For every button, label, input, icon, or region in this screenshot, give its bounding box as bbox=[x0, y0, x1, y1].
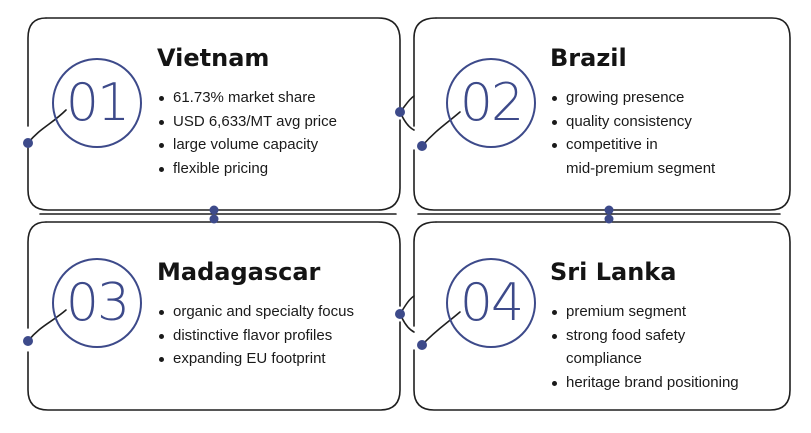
bullet-list: growing presence quality consistency com… bbox=[550, 86, 715, 180]
bullet-item: premium segment bbox=[550, 300, 739, 324]
connector-dot bbox=[417, 340, 427, 350]
frame-card-4 bbox=[413, 221, 791, 411]
bullet-list: premium segment strong food safety compl… bbox=[550, 300, 739, 394]
bullet-item: quality consistency bbox=[550, 110, 715, 134]
number-circle bbox=[446, 258, 536, 348]
number-badge: 01 bbox=[52, 58, 142, 148]
number-badge: 02 bbox=[446, 58, 536, 148]
number-circle bbox=[52, 58, 142, 148]
bullet-item: USD 6,633/MT avg price bbox=[157, 110, 337, 134]
frame-card-2 bbox=[413, 17, 791, 211]
bullet-item: distinctive flavor profiles bbox=[157, 324, 354, 348]
connector-dot bbox=[604, 214, 614, 224]
bullet-item: organic and specialty focus bbox=[157, 300, 354, 324]
card-brazil: 02 Brazil growing presence quality consi… bbox=[0, 0, 715, 190]
connector-dot bbox=[209, 205, 219, 215]
bullet-item: competitive in bbox=[550, 133, 715, 157]
card-madagascar: 03 Madagascar organic and specialty focu… bbox=[0, 0, 400, 367]
number-badge: 03 bbox=[52, 258, 142, 348]
connector-dot bbox=[23, 336, 33, 346]
card-number: 02 bbox=[459, 73, 524, 133]
connector-dot bbox=[395, 107, 405, 117]
card-sri-lanka: 04 Sri Lanka premium segment strong food… bbox=[0, 0, 739, 391]
number-badge: 04 bbox=[446, 258, 536, 348]
bullet-item: heritage brand positioning bbox=[550, 371, 739, 395]
bullet-item: 61.73% market share bbox=[157, 86, 337, 110]
card-title: Sri Lanka bbox=[550, 258, 677, 286]
connector-dot bbox=[23, 138, 33, 148]
bullet-item: flexible pricing bbox=[157, 157, 337, 181]
number-circle bbox=[446, 58, 536, 148]
number-circle bbox=[52, 258, 142, 348]
bullet-list: organic and specialty focus distinctive … bbox=[157, 300, 354, 371]
card-vietnam: 01 Vietnam 61.73% market share USD 6,633… bbox=[0, 0, 400, 190]
card-number: 03 bbox=[65, 273, 130, 333]
bullet-item: growing presence bbox=[550, 86, 715, 110]
bullet-item-continuation: mid-premium segment bbox=[566, 159, 716, 177]
connector-dot bbox=[604, 205, 614, 215]
bullet-item-continuation: compliance bbox=[566, 350, 642, 367]
bullet-item: large volume capacity bbox=[157, 133, 337, 157]
connector-dot bbox=[209, 214, 219, 224]
connector-dot bbox=[395, 309, 405, 319]
frame-card-3 bbox=[45, 221, 401, 307]
card-title: Madagascar bbox=[157, 258, 321, 286]
card-number: 01 bbox=[65, 73, 130, 133]
bullet-item: expanding EU footprint bbox=[157, 347, 354, 371]
card-title: Brazil bbox=[550, 44, 627, 72]
bullet-item: strong food safety bbox=[550, 324, 739, 348]
card-title: Vietnam bbox=[157, 44, 270, 72]
bullet-list: 61.73% market share USD 6,633/MT avg pri… bbox=[157, 86, 337, 180]
card-number: 04 bbox=[459, 273, 524, 333]
frame-card-1 bbox=[45, 17, 401, 109]
connector-dot bbox=[417, 141, 427, 151]
